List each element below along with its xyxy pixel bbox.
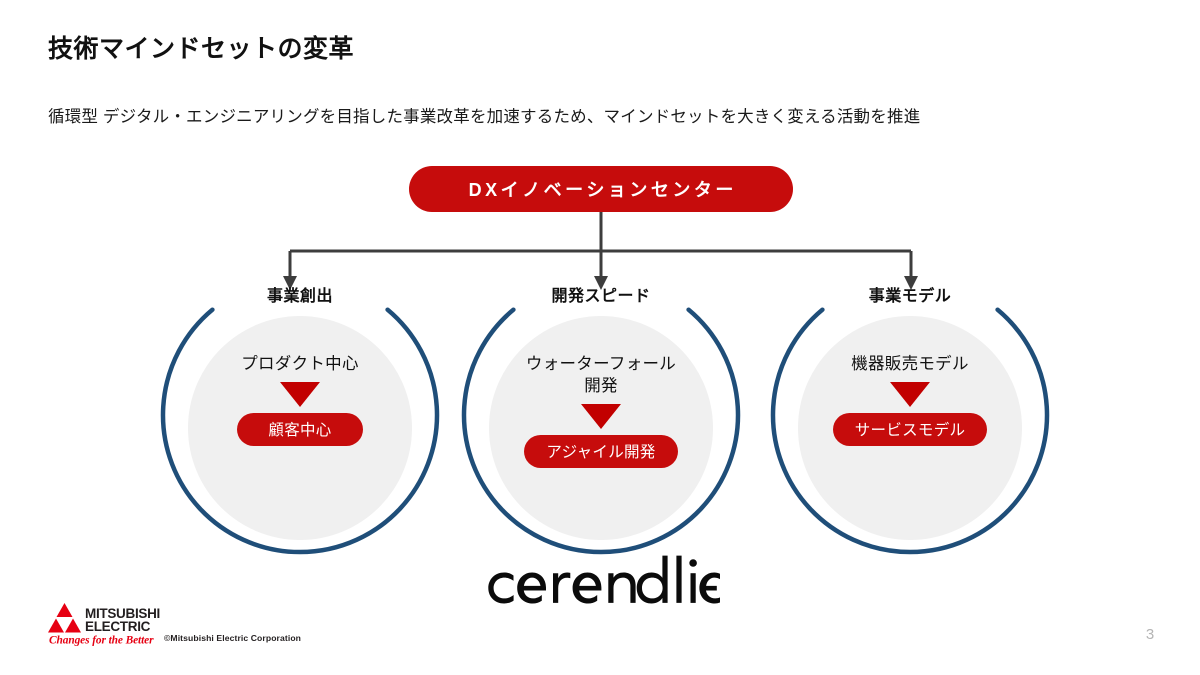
page-title: 技術マインドセットの変革: [48, 35, 355, 63]
pillar-target-state[interactable]: アジャイル開発: [524, 434, 678, 468]
pillar-ring-arc: [770, 307, 1050, 555]
pillar-current-state: 機器販売モデル: [851, 355, 969, 373]
pillar-current-state: プロダクト中心: [241, 355, 359, 373]
pillar-ring-arc: [160, 307, 440, 555]
transformation-arrow-icon: [581, 403, 621, 429]
pillar-ring-arc: [461, 307, 741, 555]
three-diamond-icon: [48, 603, 81, 633]
serendie-logo: [488, 555, 720, 604]
page-subtitle: 循環型 デジタル・エンジニアリングを目指した事業改革を加速するため、マインドセッ…: [48, 108, 921, 126]
brand-tagline: Changes for the Better: [49, 635, 154, 647]
pillar-business-model[interactable]: 事業モデル 機器販売モデル サービスモデル: [770, 288, 1050, 568]
pillar-target-state[interactable]: サービスモデル: [832, 412, 988, 446]
pillar-business-creation[interactable]: 事業創出 プロダクト中心 顧客中心: [160, 288, 440, 568]
brand-name-line1: MITSUBISHI: [85, 606, 160, 621]
page-number: 3: [1145, 626, 1155, 643]
pillar-development-speed[interactable]: 開発スピード ウォーターフォール 開発 アジャイル開発: [461, 288, 741, 568]
transformation-arrow-icon: [280, 381, 320, 407]
copyright-notice: ©Mitsubishi Electric Corporation: [164, 633, 302, 643]
pillar-label: 開発スピード: [551, 288, 651, 305]
pillar-content: 機器販売モデル サービスモデル: [784, 354, 1036, 446]
pillar-content: プロダクト中心 顧客中心: [174, 354, 426, 446]
pillar-label: 事業創出: [266, 288, 333, 305]
dx-innovation-center-node[interactable]: DXイノベーションセンター: [409, 166, 793, 212]
brand-name-line2: ELECTRIC: [85, 619, 151, 634]
pillar-label: 事業モデル: [868, 288, 952, 305]
transformation-arrow-icon: [890, 381, 930, 407]
mitsubishi-electric-logo: MITSUBISHI ELECTRIC Changes for the Bett…: [48, 603, 160, 647]
pillar-content: ウォーターフォール 開発 アジャイル開発: [475, 354, 727, 468]
pillar-target-state[interactable]: 顧客中心: [237, 412, 363, 446]
pillar-current-state: ウォーターフォール 開発: [525, 355, 677, 395]
